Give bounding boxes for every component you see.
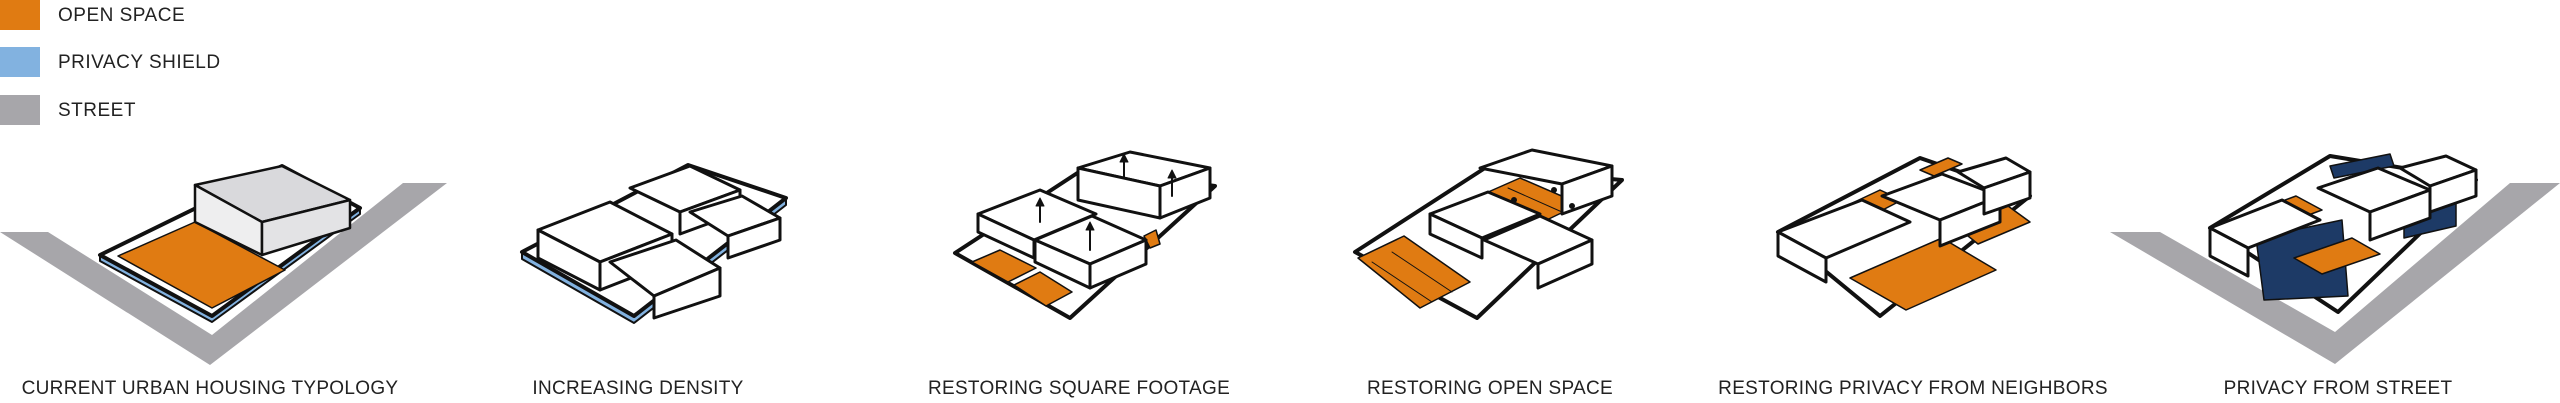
legend-item-privacy-shield: PRIVACY SHIELD [0,47,400,77]
open-space-front-yard [1849,237,1997,311]
street-strip [0,183,447,365]
panel-restoring-privacy-neighbors [1776,156,2032,318]
open-space-top-yard [1919,157,1963,177]
panel-privacy-from-street [2110,153,2560,364]
legend-label: PRIVACY SHIELD [58,52,221,73]
open-space-front-yard [2293,237,2381,275]
open-space-yard-front [1013,271,1073,307]
existing-building [193,164,352,257]
volume-back [1478,148,1614,216]
privacy-shield-swatch [0,47,40,77]
street-swatch [0,95,40,125]
legend-label: OPEN SPACE [58,5,186,26]
volume-left-wing [2208,198,2322,278]
open-space-yard-left [971,249,1037,283]
caption-restoring-privacy-neighbors: RESTORING PRIVACY FROM NEIGHBORS [1718,378,2108,399]
panel-restoring-open-space [1353,148,1624,320]
caption-restoring-square-footage: RESTORING SQUARE FOOTAGE [927,378,1231,399]
volume-left-wing [1776,198,1912,284]
caption-restoring-open-space: RESTORING OPEN SPACE [1366,378,1614,399]
volume-center [1482,214,1594,290]
open-space-front [1357,235,1471,309]
panel-increasing-density [520,163,788,324]
street-privacy-screen-back [2329,153,2395,179]
street-strip [2110,183,2560,364]
legend-label: STREET [58,100,136,121]
growth-arrows [1035,153,1177,251]
open-space-swatch [0,0,40,30]
block-back-right [688,194,782,260]
volume-left [1428,190,1542,260]
panel-restoring-square-footage [953,150,1217,320]
panel-current-typology [0,164,447,365]
volume-back-wing [2398,154,2478,214]
volume-left [976,188,1098,260]
legend-item-open-space: OPEN SPACE [0,0,400,30]
volume-back-wing [1956,156,2032,216]
caption-current-typology: CURRENT URBAN HOUSING TYPOLOGY [21,378,399,399]
caption-privacy-from-street: PRIVACY FROM STREET [2223,378,2453,399]
caption-increasing-density: INCREASING DENSITY [532,378,744,399]
block-front-right [608,238,722,320]
view-dots [1511,187,1575,209]
open-space-yard [117,221,286,309]
open-space-yard-right [1143,229,1161,249]
legend-item-street: STREET [0,95,400,125]
volume-back [1076,150,1212,220]
